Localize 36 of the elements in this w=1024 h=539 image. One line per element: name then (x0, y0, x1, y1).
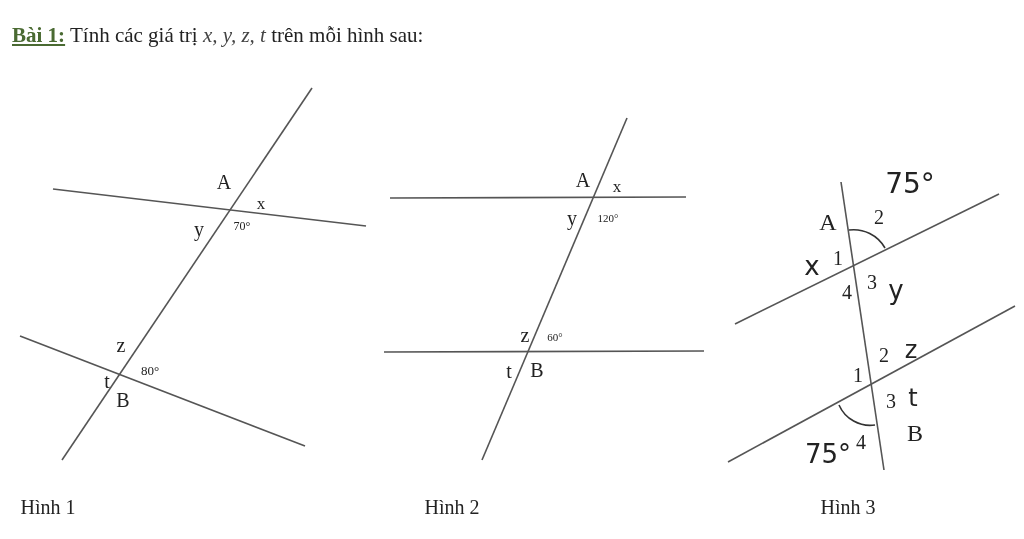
angle-number: 2 (874, 207, 884, 227)
figure-caption: Hình 2 (424, 497, 480, 517)
angle-label: y (888, 277, 904, 303)
angle-number: 4 (856, 432, 866, 452)
angle-label: z (116, 335, 126, 355)
angle-label: y (567, 208, 577, 228)
angle-label: 80° (140, 363, 160, 377)
angle-number: 1 (833, 248, 843, 268)
angle-label: x (612, 177, 622, 195)
angle-label: 75° (885, 170, 935, 198)
angle-label: x (256, 194, 266, 212)
point-label: A (216, 172, 232, 192)
point-label: A (819, 210, 837, 234)
angle-number: 4 (842, 282, 852, 302)
angle-number: 3 (886, 391, 896, 411)
angle-label: t (908, 386, 918, 410)
angle-label: t (104, 371, 110, 391)
angle-label: t (506, 361, 512, 381)
figure-caption: Hình 3 (820, 497, 876, 517)
angle-label: x (804, 253, 820, 279)
angle-label: z (904, 338, 918, 362)
angle-label: z (520, 325, 530, 345)
title: Bài 1: Tính các giá trị x, y, z, t trên mỗi hình sau: (12, 24, 424, 48)
angle-number: 2 (879, 345, 889, 365)
point-label: B (530, 360, 544, 380)
angle-label: 60° (547, 331, 563, 343)
angle-label: y (194, 219, 204, 239)
angle-number: 3 (867, 272, 877, 292)
point-label: B (116, 390, 130, 410)
angle-number: 1 (853, 365, 863, 385)
angle-label: 75° (804, 441, 852, 467)
angle-label: 120° (597, 212, 619, 224)
angle-label: 70° (233, 220, 251, 232)
figure-caption: Hình 1 (20, 497, 76, 517)
point-label: A (575, 170, 591, 190)
point-label: B (907, 421, 923, 445)
